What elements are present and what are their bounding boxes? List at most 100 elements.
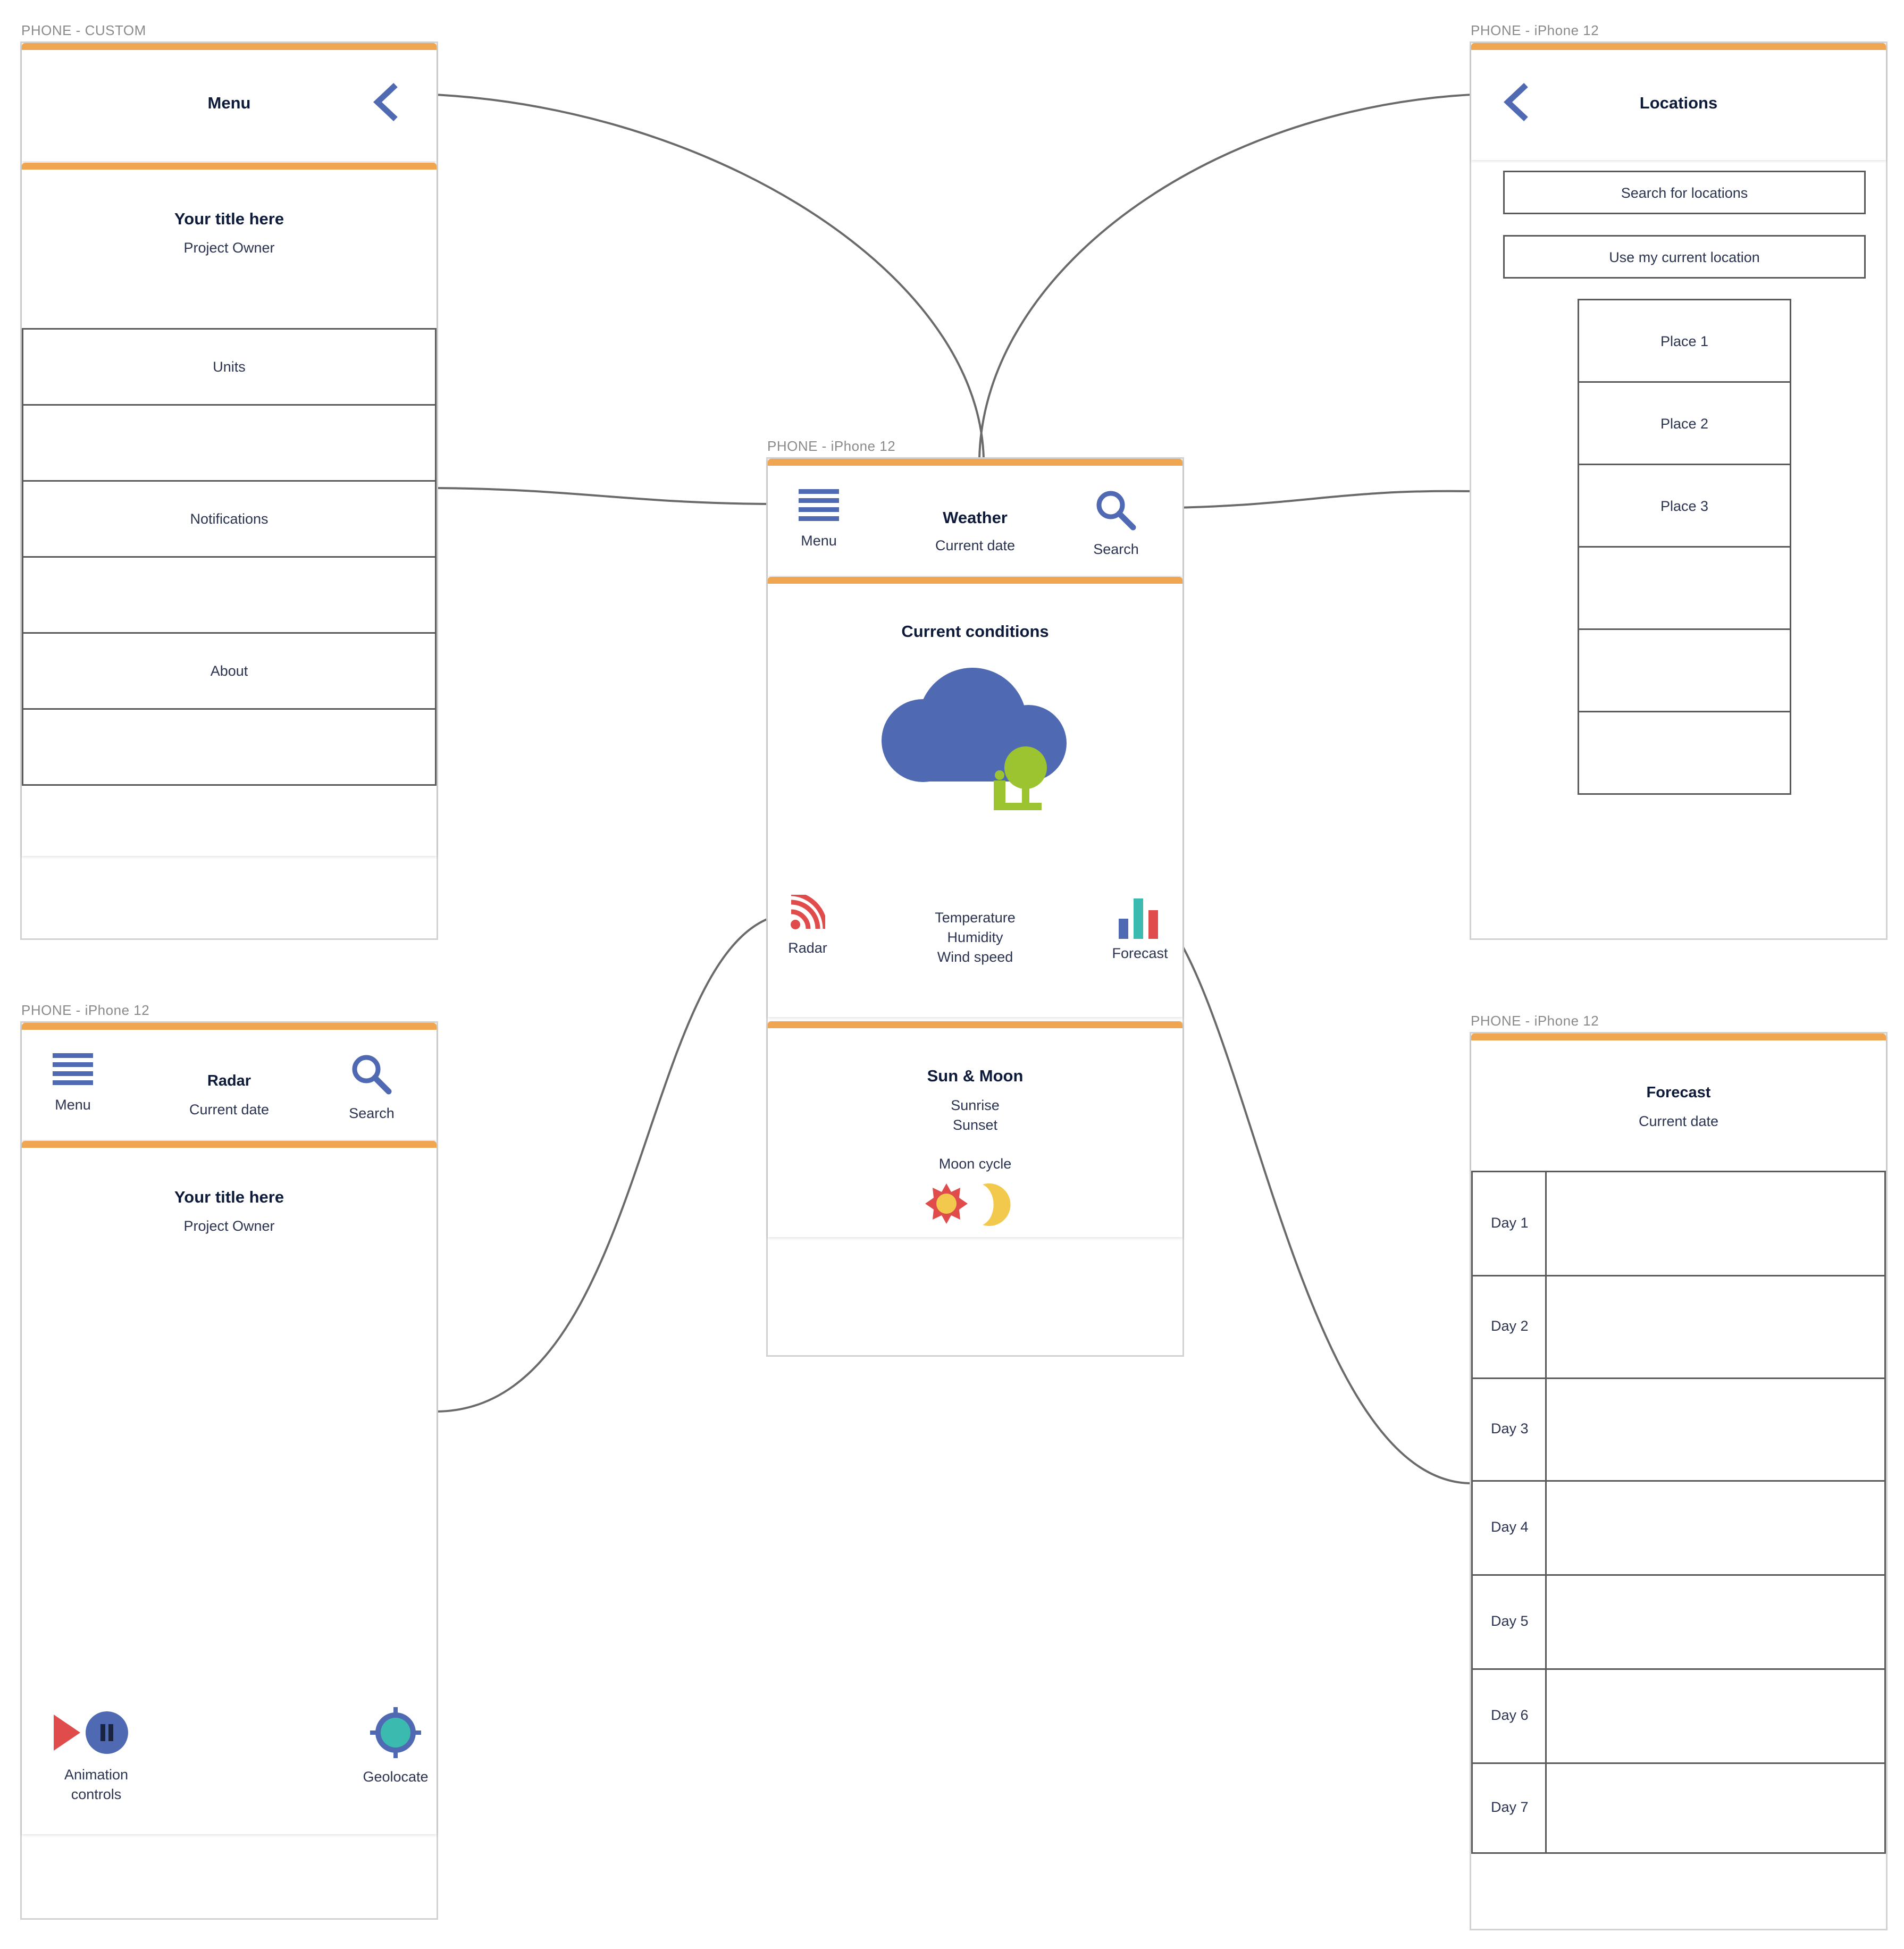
row-divider	[1473, 1275, 1884, 1276]
table-column-divider	[1545, 1172, 1547, 1852]
connector-radar-to-radar-frame	[437, 912, 793, 1413]
frame-label-locations: PHONE - iPhone 12	[1471, 22, 1599, 38]
forecast-label: Forecast	[1112, 945, 1168, 961]
moon-icon	[983, 1183, 1011, 1226]
forecast-days-table: Day 1 Day 2 Day 3 Day 4 Day 5 Day 6 Day …	[1471, 1171, 1886, 1854]
radar-label: Radar	[788, 940, 827, 956]
menu-item-label: Notifications	[190, 511, 269, 527]
use-current-location-label: Use my current location	[1609, 249, 1760, 265]
day-label: Day 2	[1491, 1318, 1529, 1334]
forecast-day-row[interactable]: Day 7	[1473, 1764, 1884, 1852]
place-label: Place 3	[1660, 498, 1709, 514]
use-current-location-button[interactable]: Use my current location	[1503, 235, 1866, 279]
sunrise-label: Sunrise	[951, 1097, 1000, 1113]
header-title: Forecast	[1646, 1084, 1711, 1101]
pause-icon[interactable]	[85, 1710, 129, 1755]
row-divider	[1473, 1762, 1884, 1764]
radar-map-card: Your title here Project Owner Animation …	[22, 1141, 437, 1834]
place-list-item[interactable]	[1578, 546, 1791, 630]
search-for-locations-button[interactable]: Search for locations	[1503, 171, 1866, 214]
menu-item-about[interactable]: About	[22, 632, 437, 710]
menu-content-card: Your title here Project Owner Units Noti…	[22, 163, 437, 856]
current-conditions-card: Current conditions Radar Temperature Hum…	[768, 577, 1182, 1017]
animation-controls-label-line2: controls	[71, 1786, 122, 1802]
forecast-chart-icon[interactable]	[1118, 897, 1160, 940]
search-for-locations-label: Search for locations	[1621, 185, 1748, 201]
forecast-day-row[interactable]: Day 1	[1473, 1172, 1884, 1275]
card-subtitle: Project Owner	[183, 240, 275, 256]
forecast-day-row[interactable]: Day 2	[1473, 1276, 1884, 1377]
locations-header: Locations	[1471, 43, 1886, 160]
back-chevron-icon[interactable]	[370, 81, 402, 123]
moon-cycle-label: Moon cycle	[938, 1156, 1012, 1172]
row-divider	[1473, 1377, 1884, 1379]
header-date: Current date	[189, 1102, 270, 1118]
menu-item-empty[interactable]	[22, 404, 437, 482]
sun-icon	[925, 1183, 968, 1224]
hamburger-menu-icon[interactable]	[53, 1053, 93, 1086]
frame-label-main: PHONE - iPhone 12	[767, 438, 896, 454]
phone-frame-forecast: Forecast Current date Day 1 Day 2 Day 3 …	[1470, 1032, 1888, 1930]
place-label: Place 2	[1660, 416, 1709, 432]
row-divider	[1473, 1668, 1884, 1670]
main-header: Menu Weather Current date Search	[768, 459, 1182, 576]
search-icon[interactable]	[1095, 489, 1137, 532]
menu-label: Menu	[801, 533, 837, 549]
place-list-item[interactable]: Place 3	[1578, 464, 1791, 548]
day-label: Day 1	[1491, 1215, 1529, 1231]
place-list-item[interactable]	[1578, 628, 1791, 712]
animation-controls-label-line1: Animation	[64, 1767, 129, 1783]
frame-label-menu: PHONE - CUSTOM	[21, 22, 146, 38]
menu-item-label: About	[210, 663, 248, 679]
phone-frame-radar: Menu Radar Current date Search Your titl…	[20, 1021, 438, 1920]
search-label: Search	[1093, 541, 1139, 557]
place-label: Place 1	[1660, 333, 1709, 349]
header-title: Radar	[207, 1072, 251, 1089]
menu-item-notifications[interactable]: Notifications	[22, 480, 437, 558]
place-list-item[interactable]	[1578, 711, 1791, 795]
forecast-day-row[interactable]: Day 5	[1473, 1576, 1884, 1668]
menu-label: Menu	[55, 1097, 91, 1113]
frame-label-radar: PHONE - iPhone 12	[21, 1002, 150, 1018]
menu-item-empty[interactable]	[22, 708, 437, 786]
play-icon[interactable]	[53, 1711, 82, 1754]
phone-frame-menu: Menu Your title here Project Owner Units…	[20, 41, 438, 940]
place-list-item[interactable]: Place 1	[1578, 299, 1791, 383]
forecast-day-row[interactable]: Day 4	[1473, 1482, 1884, 1574]
row-divider	[1473, 1480, 1884, 1482]
geolocate-label: Geolocate	[363, 1769, 429, 1785]
header-date: Current date	[935, 537, 1016, 553]
connector-main-to-locations	[978, 93, 1506, 459]
geolocate-crosshair-icon[interactable]	[370, 1707, 421, 1758]
humidity-label: Humidity	[947, 929, 1003, 945]
forecast-day-row[interactable]: Day 6	[1473, 1670, 1884, 1762]
header-title: Menu	[207, 94, 251, 112]
connector-forecast-to-forecast-frame	[1159, 912, 1472, 1484]
card-title: Your title here	[174, 1188, 284, 1206]
forecast-header: Forecast Current date	[1471, 1034, 1886, 1171]
connector-search-to-locations	[1135, 490, 1472, 509]
day-label: Day 6	[1491, 1707, 1529, 1723]
menu-item-empty[interactable]	[22, 556, 437, 634]
frame-label-forecast: PHONE - iPhone 12	[1471, 1013, 1599, 1029]
connector-menu-icon-to-menu-frame	[437, 487, 798, 506]
connector-main-to-menu	[399, 93, 985, 459]
place-list-item[interactable]: Place 2	[1578, 381, 1791, 465]
day-label: Day 4	[1491, 1519, 1529, 1535]
sunset-label: Sunset	[952, 1117, 998, 1133]
card-subtitle: Project Owner	[183, 1218, 275, 1234]
sun-moon-title: Sun & Moon	[927, 1066, 1024, 1085]
search-icon[interactable]	[350, 1053, 393, 1096]
phone-frame-main: Menu Weather Current date Search Current…	[766, 457, 1184, 1357]
header-title: Weather	[943, 508, 1008, 527]
menu-item-units[interactable]: Units	[22, 328, 437, 406]
header-title: Locations	[1639, 94, 1718, 112]
header-date: Current date	[1638, 1113, 1719, 1129]
day-label: Day 7	[1491, 1799, 1529, 1815]
temperature-label: Temperature	[935, 910, 1016, 926]
menu-header: Menu	[22, 43, 437, 161]
forecast-day-row[interactable]: Day 3	[1473, 1379, 1884, 1480]
back-chevron-icon[interactable]	[1500, 81, 1532, 123]
hamburger-menu-icon[interactable]	[799, 489, 839, 522]
radar-signal-icon[interactable]	[788, 895, 825, 932]
